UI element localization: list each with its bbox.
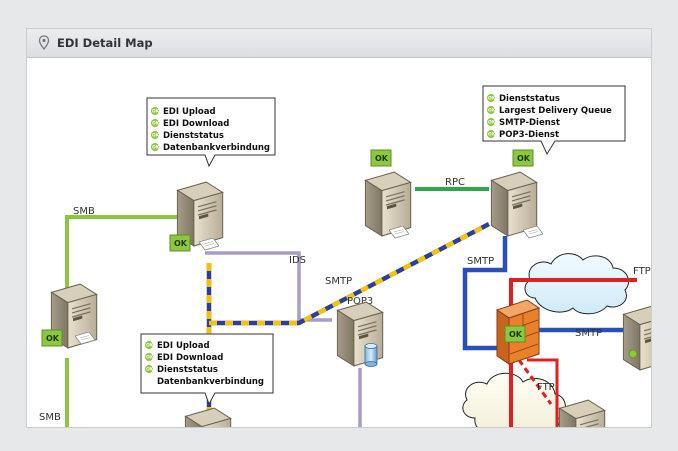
svg-text:SMTP-Dienst: SMTP-Dienst (499, 118, 560, 128)
link-label-ftp-cloud: FTP (537, 382, 555, 393)
svg-text:EDI Upload: EDI Upload (157, 341, 210, 351)
ok-dot-icon: OK (487, 94, 496, 102)
svg-text:Dienststatus: Dienststatus (157, 365, 218, 375)
svg-text:OK: OK (152, 133, 160, 139)
svg-text:Largest Delivery Queue: Largest Delivery Queue (499, 106, 612, 116)
svg-text:Datenbankverbindung: Datenbankverbindung (157, 377, 264, 387)
svg-text:OK: OK (488, 120, 496, 126)
svg-text:OK: OK (488, 132, 496, 138)
ok-badge: OK (504, 325, 526, 343)
link-label-smtp-mid: SMTP (325, 276, 352, 287)
link-label-smb-top: SMB (73, 206, 95, 217)
svg-text:OK: OK (146, 367, 154, 373)
window-titlebar: EDI Detail Map (27, 29, 651, 58)
server-mail[interactable]: OK (490, 149, 543, 239)
server-ftp-bottom[interactable] (558, 399, 606, 427)
ok-dot-icon: OK (151, 119, 160, 127)
ok-badge: OK (512, 149, 534, 167)
server-pop3[interactable] (336, 301, 384, 367)
svg-text:OK: OK (146, 343, 154, 349)
network-map-canvas[interactable]: SMB SMB RPC IDS SMTP SMTP SMTP POP3 FTP … (27, 58, 651, 427)
svg-text:OK: OK (152, 109, 160, 115)
link-label-smtp-right: SMTP (467, 256, 494, 267)
svg-text:EDI Download: EDI Download (163, 119, 229, 129)
link-label-pop3: POP3 (347, 296, 373, 307)
server-right-edge[interactable] (622, 305, 651, 371)
link-label-ftp-top: FTP (633, 266, 651, 277)
ok-dot-icon: OK (151, 131, 160, 139)
server-edi-top[interactable]: OK (169, 181, 224, 252)
ok-dot-icon: OK (487, 106, 496, 114)
status-callout-mail: OK Dienststatus OK Largest Delivery Queu… (482, 85, 626, 156)
svg-text:Dienststatus: Dienststatus (163, 131, 224, 141)
svg-text:OK: OK (488, 108, 496, 114)
map-pin-icon (38, 35, 50, 51)
server-rpc-left[interactable]: OK (364, 149, 412, 239)
status-callout-edi-bottom: OK EDI Upload OK EDI Download OK Diensts… (140, 333, 274, 406)
svg-text:OK: OK (46, 334, 60, 343)
svg-text:OK: OK (517, 154, 531, 163)
status-callout-edi-top: OK EDI Upload OK EDI Download OK Diensts… (146, 97, 276, 168)
link-label-smb-bottom: SMB (39, 412, 61, 423)
database-icon (364, 343, 378, 367)
server-smb-left[interactable]: OK (41, 283, 98, 349)
window-title: EDI Detail Map (57, 36, 153, 50)
ok-dot-icon: OK (145, 353, 154, 361)
ok-dot-icon: OK (151, 107, 160, 115)
link-label-ids: IDS (289, 255, 306, 266)
svg-text:Dienststatus: Dienststatus (499, 94, 560, 104)
svg-text:OK: OK (146, 355, 154, 361)
svg-text:OK: OK (152, 121, 160, 127)
internet-cloud-blue (524, 253, 629, 315)
edi-detail-map-window: EDI Detail Map (26, 28, 652, 428)
network-map: SMB SMB RPC IDS SMTP SMTP SMTP POP3 FTP … (39, 85, 651, 427)
svg-text:OK: OK (174, 239, 188, 248)
svg-text:Datenbankverbindung: Datenbankverbindung (163, 143, 270, 153)
svg-text:OK: OK (152, 145, 160, 151)
ok-dot-icon: OK (487, 130, 496, 138)
svg-text:OK: OK (375, 154, 389, 163)
ok-dot-icon: OK (145, 365, 154, 373)
svg-text:OK: OK (509, 330, 523, 339)
ok-dot-icon: OK (487, 118, 496, 126)
svg-text:POP3-Dienst: POP3-Dienst (499, 130, 559, 140)
ok-badge: OK (41, 329, 63, 347)
ok-badge: OK (370, 149, 392, 167)
ok-badge: OK (169, 234, 191, 252)
svg-text:OK: OK (488, 96, 496, 102)
link-label-rpc: RPC (445, 177, 465, 188)
link-label-smtp-cloud: SMTP (575, 328, 602, 339)
ok-dot-icon: OK (145, 341, 154, 349)
server-edi-bottom[interactable] (184, 407, 232, 427)
svg-text:EDI Download: EDI Download (157, 353, 223, 363)
ok-dot-icon: OK (151, 143, 160, 151)
svg-text:EDI Upload: EDI Upload (163, 107, 216, 117)
firewall[interactable]: OK (495, 299, 541, 365)
